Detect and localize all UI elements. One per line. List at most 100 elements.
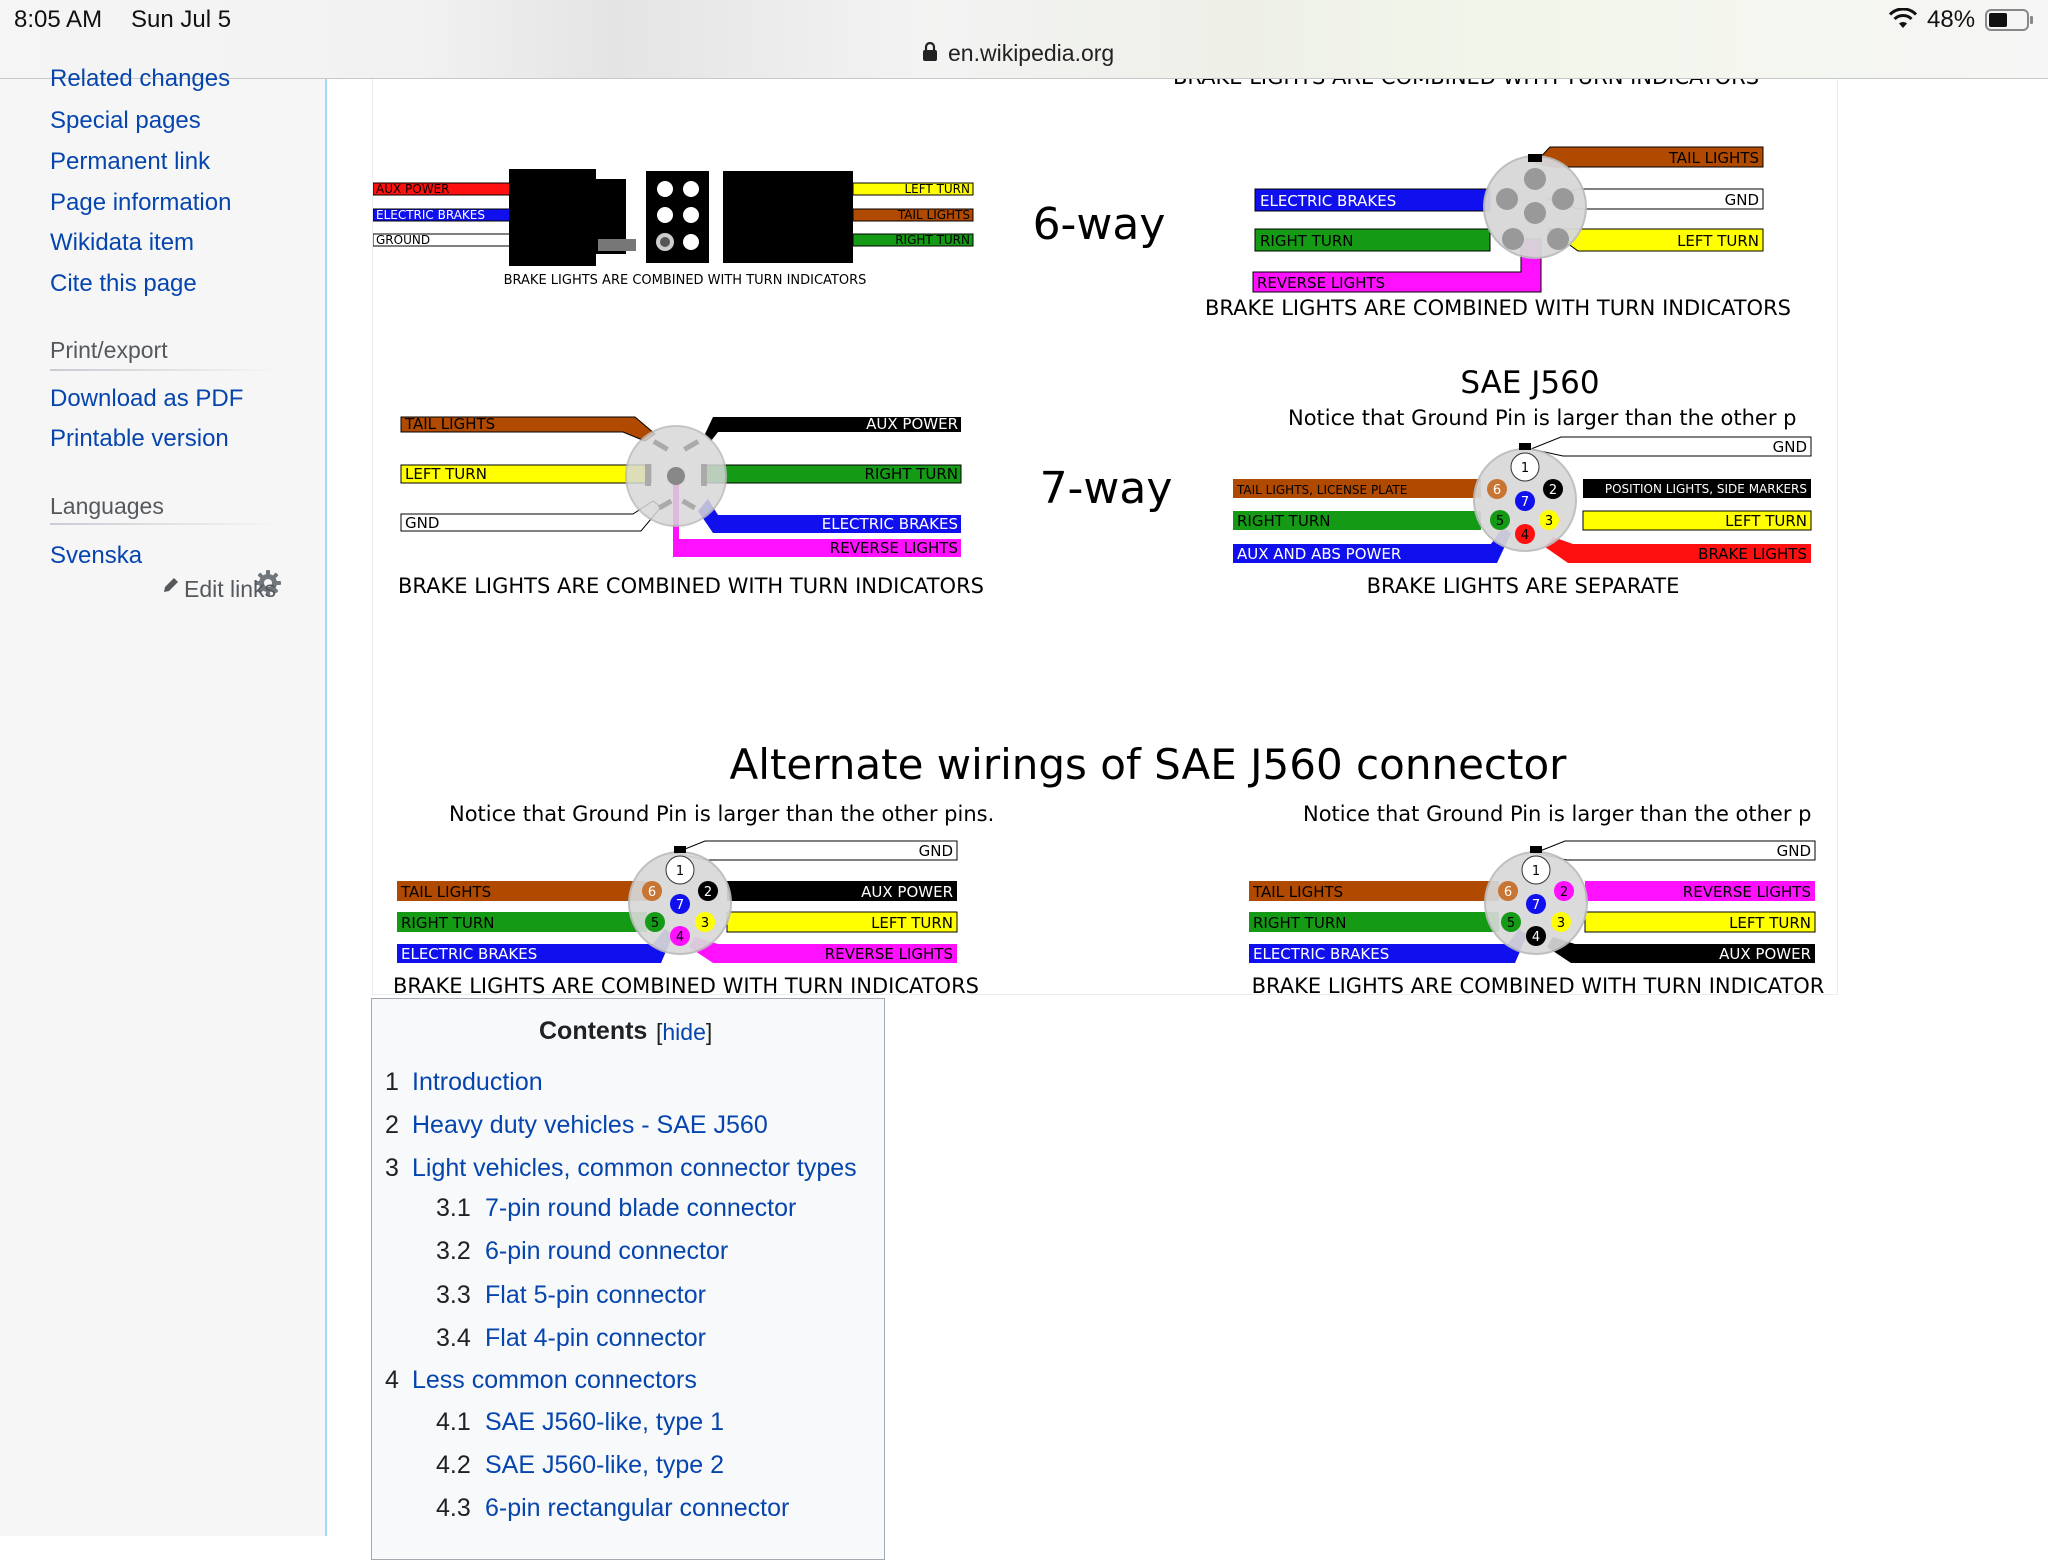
- wiring-diagram-figure: .lbl{font-size:15px;} .sm{font-size:12px…: [372, 79, 1838, 995]
- alternate-right-note: Notice that Ground Pin is larger than th…: [1303, 802, 1812, 826]
- wire-label: TAIL LIGHTS, LICENSE PLATE: [1236, 483, 1407, 497]
- languages-divider: [50, 523, 280, 525]
- toc-link-text: Heavy duty vehicles - SAE J560: [412, 1111, 768, 1139]
- toc-number: 4.3: [436, 1494, 471, 1522]
- gear-icon[interactable]: [254, 569, 282, 601]
- sae-j560-connector: SAE J560 Notice that Ground Pin is large…: [1233, 365, 1812, 598]
- pin-number: 1: [1521, 461, 1529, 476]
- six-way-flat-connector: AUX POWER ELECTRIC BRAKES GROUND LEFT TU…: [373, 169, 974, 288]
- pin-number: 5: [1496, 514, 1504, 529]
- wire-label: ELECTRIC BRAKES: [376, 208, 485, 222]
- status-time: 8:05 AM: [14, 6, 103, 33]
- wire-label: AUX POWER: [1719, 945, 1811, 963]
- toc-entry-less-common[interactable]: 4 Less common connectors: [385, 1366, 697, 1395]
- sidebar-link-wikidata-item[interactable]: Wikidata item: [50, 229, 195, 256]
- sidebar-link-printable-version[interactable]: Printable version: [50, 425, 229, 452]
- wifi-icon: [1888, 7, 1918, 34]
- print-export-heading: Print/export: [50, 337, 168, 363]
- diagram-caption: BRAKE LIGHTS ARE COMBINED WITH TURN INDI…: [398, 574, 984, 598]
- sae-j560-title: SAE J560: [1460, 365, 1599, 401]
- battery-icon: [1985, 8, 2035, 36]
- pin-number: 3: [701, 916, 709, 931]
- pin-number: 4: [1521, 528, 1529, 543]
- pin-number: 7: [1521, 495, 1529, 510]
- sidebar-link-related-changes[interactable]: Related changes: [50, 65, 231, 92]
- wire-label: AUX POWER: [866, 415, 958, 433]
- alternate-wirings-title: Alternate wirings of SAE J560 connector: [730, 740, 1568, 789]
- toc-link-text: Introduction: [412, 1068, 543, 1096]
- toc-link-text: 7-pin round blade connector: [485, 1194, 797, 1222]
- pin-number: 7: [676, 898, 684, 913]
- wire-label: RIGHT TURN: [865, 465, 958, 483]
- toc-toggle: [hide]: [656, 1019, 712, 1046]
- edit-links-link[interactable]: Edit links: [184, 576, 277, 602]
- wire-label: LEFT TURN: [871, 914, 953, 932]
- wire-label: LEFT TURN: [1729, 914, 1811, 932]
- wire-label: GND: [1773, 438, 1807, 456]
- sidebar-link-cite-this-page[interactable]: Cite this page: [50, 270, 197, 297]
- toc-link-text: 6-pin round connector: [485, 1237, 729, 1265]
- pin-number: 3: [1557, 916, 1565, 931]
- address-bar-url[interactable]: en.wikipedia.org: [948, 40, 1115, 66]
- sae-j560-note: Notice that Ground Pin is larger than th…: [1288, 406, 1797, 430]
- top-cut-caption: BRAKE LIGHTS ARE COMBINED WITH TURN INDI…: [1173, 79, 1759, 89]
- toc-link-text: SAE J560-like, type 2: [485, 1451, 725, 1479]
- wire-label: REVERSE LIGHTS: [825, 945, 953, 963]
- wire-label: ELECTRIC BRAKES: [1260, 192, 1396, 210]
- wire-label: TAIL LIGHTS: [1668, 149, 1759, 167]
- wire-label: AUX POWER: [861, 883, 953, 901]
- toc-entry-introduction[interactable]: 1 Introduction: [385, 1068, 543, 1097]
- diagram-caption: BRAKE LIGHTS ARE COMBINED WITH TURN INDI…: [504, 273, 867, 288]
- toc-title: Contents: [539, 1017, 648, 1045]
- wire-label: TAIL LIGHTS: [1252, 883, 1343, 901]
- wire-label: GND: [1777, 842, 1811, 860]
- sidebar-link-permanent-link[interactable]: Permanent link: [50, 148, 211, 175]
- pin-number: 6: [1493, 483, 1501, 498]
- alternate-left-note: Notice that Ground Pin is larger than th…: [449, 802, 994, 826]
- diagram-caption: BRAKE LIGHTS ARE COMBINED WITH TURN INDI…: [1205, 296, 1791, 320]
- sidebar-link-special-pages[interactable]: Special pages: [50, 107, 201, 134]
- wire-label: TAIL LIGHTS: [400, 883, 491, 901]
- wire-label: GND: [1725, 191, 1759, 209]
- alternate-wiring-left: Notice that Ground Pin is larger than th…: [393, 802, 994, 994]
- sidebar-link-svenska[interactable]: Svenska: [50, 542, 143, 569]
- wire-label: REVERSE LIGHTS: [1683, 883, 1811, 901]
- toc-number: 1: [385, 1068, 399, 1096]
- wire-label: TAIL LIGHTS: [404, 415, 495, 433]
- wire-label: LEFT TURN: [1677, 232, 1759, 250]
- wire-label: POSITION LIGHTS, SIDE MARKERS: [1605, 482, 1807, 496]
- status-date: Sun Jul 5: [131, 6, 232, 33]
- wire-label: LEFT TURN: [1725, 512, 1807, 530]
- toc-link-text: Light vehicles, common connector types: [412, 1154, 857, 1182]
- toc-hide-link[interactable]: hide: [662, 1019, 706, 1045]
- sidebar-link-page-information[interactable]: Page information: [50, 189, 232, 216]
- lock-icon: [922, 41, 938, 66]
- toc-number: 4: [385, 1366, 399, 1394]
- diagram-caption: BRAKE LIGHTS ARE COMBINED WITH TURN INDI…: [393, 974, 979, 994]
- wire-label: TAIL LIGHTS: [897, 208, 970, 222]
- wire-label: RIGHT TURN: [1260, 232, 1353, 250]
- toc-link-text: Less common connectors: [412, 1366, 697, 1394]
- toc-link-text: Flat 5-pin connector: [485, 1281, 706, 1309]
- pin-number: 7: [1532, 898, 1540, 913]
- seven-way-blade-connector: TAIL LIGHTS AUX POWER LEFT TURN RIGHT TU…: [398, 415, 984, 598]
- wire-label: AUX AND ABS POWER: [1237, 545, 1401, 563]
- pin-number: 4: [1532, 930, 1540, 945]
- status-bar: 8:05 AM Sun Jul 5 en.wikipedia.org 48%: [0, 0, 2048, 79]
- sidebar-link-download-pdf[interactable]: Download as PDF: [50, 385, 244, 412]
- wire-label: GND: [919, 842, 953, 860]
- alternate-wiring-right: Notice that Ground Pin is larger than th…: [1249, 802, 1824, 994]
- diagram-caption: BRAKE LIGHTS ARE COMBINED WITH TURN INDI…: [1252, 974, 1825, 994]
- wire-label: ELECTRIC BRAKES: [1253, 945, 1389, 963]
- languages-heading: Languages: [50, 493, 164, 519]
